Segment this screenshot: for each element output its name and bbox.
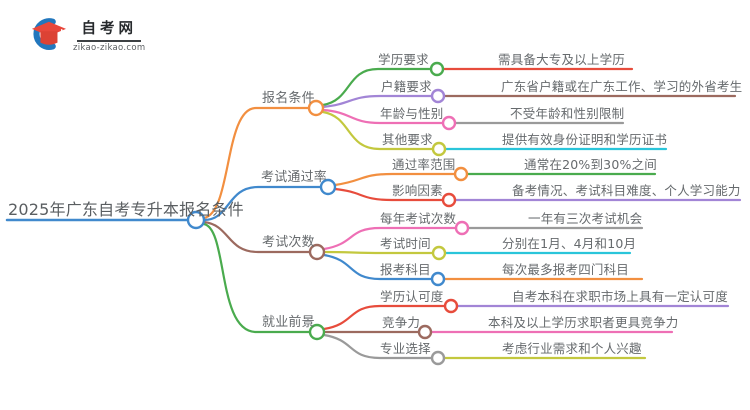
subnode-curve-subjects-per-exam bbox=[322, 253, 434, 281]
branch-label-career-prospects: 就业前景 bbox=[262, 315, 315, 330]
node-circle-major-selection bbox=[430, 350, 446, 366]
branch-curve-pass-rate bbox=[202, 185, 323, 222]
subnode-label-age-gender: 年龄与性别 bbox=[380, 106, 444, 121]
graduation-cap-icon bbox=[31, 18, 66, 50]
subnode-label-other-requirements: 其他要求 bbox=[382, 132, 433, 147]
subnode-curve-major-selection bbox=[322, 333, 434, 360]
leaf-label-education-requirement: 需具备大专及以上学历 bbox=[498, 52, 626, 67]
subnode-label-influencing-factors: 影响因素 bbox=[392, 183, 443, 198]
leaf-label-subjects-per-exam: 每次最多报考四门科目 bbox=[502, 262, 630, 277]
branch-curve-career-prospects bbox=[202, 222, 312, 334]
leaf-label-competitiveness: 本科及以上学历求职者更具竞争力 bbox=[488, 315, 679, 330]
node-circle-pass-rate-range bbox=[453, 166, 469, 182]
branch-label-registration-conditions: 报名条件 bbox=[262, 91, 315, 106]
leaf-label-influencing-factors: 备考情况、考试科目难度、个人学习能力 bbox=[512, 183, 741, 198]
branch-curve-exam-frequency bbox=[202, 220, 312, 254]
leaf-label-exam-dates: 分别在1月、4月和10月 bbox=[502, 236, 637, 251]
logo-domain: zikao-zikao.com bbox=[73, 42, 146, 53]
leaf-label-major-selection: 考虑行业需求和个人兴趣 bbox=[502, 341, 642, 356]
leaf-label-exams-per-year: 一年有三次考试机会 bbox=[528, 211, 643, 226]
node-circle-competitiveness bbox=[417, 324, 433, 340]
logo-text: 自考网 zikao-zikao.com bbox=[73, 17, 145, 53]
leaf-label-residency-requirement: 广东省户籍或在广东工作、学习的外省考生 bbox=[501, 79, 743, 94]
site-logo: 自考网 zikao-zikao.com bbox=[29, 17, 145, 53]
branch-curve-registration-conditions bbox=[202, 106, 311, 220]
leaf-label-other-requirements: 提供有效身份证明和学历证书 bbox=[502, 132, 668, 147]
node-circle-other-requirements bbox=[431, 141, 447, 157]
subnode-curve-residency-requirement bbox=[321, 94, 434, 109]
node-circle-subjects-per-exam bbox=[430, 271, 446, 287]
subnode-label-education-requirement: 学历要求 bbox=[378, 52, 429, 67]
subnode-label-major-selection: 专业选择 bbox=[380, 341, 431, 356]
subnode-label-exams-per-year: 每年考试次数 bbox=[380, 211, 457, 226]
mindmap-edges bbox=[5, 67, 742, 360]
node-circle-registration-conditions bbox=[307, 99, 325, 117]
node-circle-degree-recognition bbox=[443, 298, 459, 314]
node-circle-exam-frequency bbox=[308, 243, 326, 261]
subnode-label-exam-dates: 考试时间 bbox=[380, 236, 431, 251]
node-circle-influencing-factors bbox=[441, 192, 457, 208]
subnode-label-subjects-per-exam: 报考科目 bbox=[380, 262, 431, 277]
subnode-label-residency-requirement: 户籍要求 bbox=[381, 79, 432, 94]
mindmap-node-circles bbox=[186, 61, 470, 366]
node-circle-education-requirement bbox=[429, 61, 445, 77]
leaf-label-degree-recognition: 自考本科在求职市场上具有一定认可度 bbox=[512, 289, 728, 304]
node-circle-age-gender bbox=[441, 115, 457, 131]
node-circle-root bbox=[186, 210, 206, 230]
subnode-curve-age-gender bbox=[321, 108, 445, 125]
subnode-curve-other-requirements bbox=[321, 110, 435, 151]
node-circle-exam-dates bbox=[431, 245, 447, 261]
subnode-curve-pass-rate-range bbox=[333, 172, 457, 187]
branch-label-pass-rate: 考试通过率 bbox=[261, 170, 328, 185]
subnode-label-degree-recognition: 学历认可度 bbox=[380, 289, 444, 304]
branch-label-exam-frequency: 考试次数 bbox=[262, 235, 315, 250]
leaf-label-age-gender: 不受年龄和性别限制 bbox=[510, 106, 625, 121]
node-circle-exams-per-year bbox=[454, 220, 470, 236]
logo-title: 自考网 bbox=[81, 21, 137, 38]
node-circle-residency-requirement bbox=[430, 88, 446, 104]
subnode-curve-education-requirement bbox=[321, 67, 433, 107]
leaf-label-pass-rate-range: 通常在20%到30%之间 bbox=[524, 157, 657, 172]
node-circle-pass-rate bbox=[319, 178, 337, 196]
subnode-curve-influencing-factors bbox=[333, 187, 445, 202]
subnode-curve-exams-per-year bbox=[322, 226, 458, 251]
root-node-label: 2025年广东自考专升本报名条件 bbox=[8, 200, 244, 219]
subnode-curve-degree-recognition bbox=[322, 304, 447, 331]
subnode-curve-exam-dates bbox=[322, 250, 435, 255]
logo-divider bbox=[77, 40, 142, 42]
node-circle-career-prospects bbox=[308, 323, 326, 341]
subnode-label-pass-rate-range: 通过率范围 bbox=[392, 157, 456, 172]
subnode-label-competitiveness: 竞争力 bbox=[382, 315, 421, 330]
